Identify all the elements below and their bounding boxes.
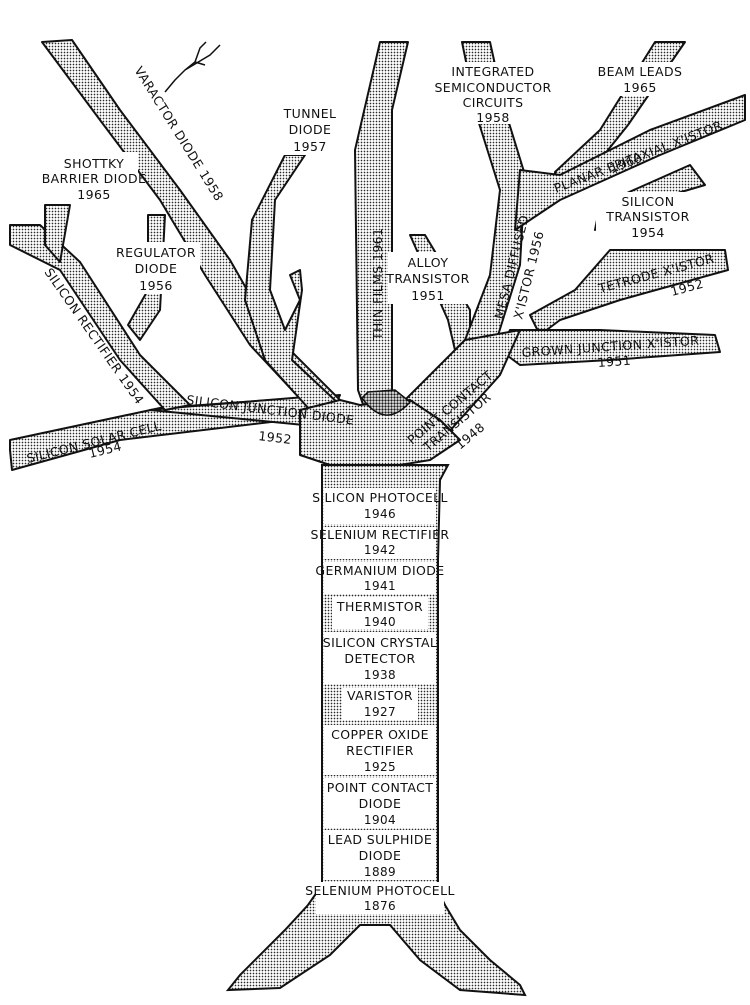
tunnel-l1: TUNNEL — [283, 106, 337, 121]
branch-thin-films — [354, 41, 411, 411]
shottky-l2: BARRIER DIODE — [42, 171, 147, 186]
tunnel-l2: DIODE — [289, 122, 332, 137]
regulator-year: 1956 — [139, 278, 172, 293]
branch-varactor — [41, 39, 351, 421]
trunk-year-0: 1946 — [364, 507, 396, 521]
trunk-label-6: COPPER OXIDE — [331, 727, 429, 742]
branch-label-bands — [50, 62, 700, 304]
trunk-year-1: 1942 — [364, 543, 396, 557]
trunk-year-7: 1904 — [364, 813, 396, 827]
silicon-transistor-year: 1954 — [631, 225, 664, 240]
trunk-label-7: POINT CONTACT — [327, 780, 434, 795]
silicon-transistor-l2: TRANSISTOR — [605, 209, 689, 224]
trunk-label-4: SILICON CRYSTAL — [323, 635, 438, 650]
silicon-transistor-l1: SILICON — [622, 194, 675, 209]
beam-year: 1965 — [623, 80, 656, 95]
trunk-label-6b: RECTIFIER — [346, 743, 414, 758]
trunk-year-2: 1941 — [364, 579, 396, 593]
integrated-l1: INTEGRATED — [451, 64, 534, 79]
branch-tunnel — [244, 154, 341, 411]
trunk-year-6: 1925 — [364, 760, 396, 774]
trunk-label-5: VARISTOR — [347, 688, 413, 703]
trunk-texts: SILICON PHOTOCELL 1946 SELENIUM RECTIFIE… — [305, 490, 455, 913]
trunk-year-9: 1876 — [364, 899, 396, 913]
integrated-year: 1958 — [476, 110, 509, 125]
shottky-l1: SHOTTKY — [64, 156, 124, 171]
alloy-l2: TRANSISTOR — [385, 271, 469, 286]
regulator-l2: DIODE — [135, 261, 178, 276]
trunk-hollow — [361, 389, 412, 416]
trunk-label-8b: DIODE — [359, 848, 402, 863]
trunk-label-1: SELENIUM RECTIFIER — [311, 527, 450, 542]
trunk-year-5: 1927 — [364, 705, 396, 719]
trunk-year-4: 1938 — [364, 668, 396, 682]
shottky-year: 1965 — [77, 187, 110, 202]
tunnel-year: 1957 — [293, 139, 326, 154]
beam-l1: BEAM LEADS — [598, 64, 683, 79]
grown-year: 1951 — [597, 353, 631, 370]
twig — [164, 41, 221, 93]
alloy-year: 1951 — [411, 288, 444, 303]
trunk-label-9: SELENIUM PHOTOCELL — [305, 883, 455, 898]
trunk-year-3: 1940 — [364, 615, 396, 629]
trunk-year-8: 1889 — [364, 865, 396, 879]
integrated-l3: CIRCUITS — [463, 95, 524, 110]
trunk-label-7b: DIODE — [359, 796, 402, 811]
branch-shottky — [44, 204, 71, 263]
branch-planar — [514, 94, 746, 231]
trunk-label-bands — [316, 488, 444, 914]
regulator-l1: REGULATOR — [116, 245, 196, 260]
branch-texts: SHOTTKY BARRIER DIODE 1965 REGULATOR DIO… — [42, 64, 690, 303]
trunk-label-0: SILICON PHOTOCELL — [312, 490, 448, 505]
integrated-l2: SEMICONDUCTOR — [434, 80, 551, 95]
trunk-label-8: LEAD SULPHIDE — [328, 832, 432, 847]
trunk-label-3: THERMISTOR — [336, 599, 423, 614]
trunk-crown — [299, 399, 461, 466]
alloy-l1: ALLOY — [408, 255, 449, 270]
trunk-label-2: GERMANIUM DIODE — [315, 563, 444, 578]
trunk-label-4b: DETECTOR — [344, 651, 415, 666]
thin-films-label: THIN FILMS 1961 — [370, 228, 385, 341]
silicon-junction-year: 1952 — [258, 428, 293, 447]
branch-tetrode — [529, 249, 729, 336]
